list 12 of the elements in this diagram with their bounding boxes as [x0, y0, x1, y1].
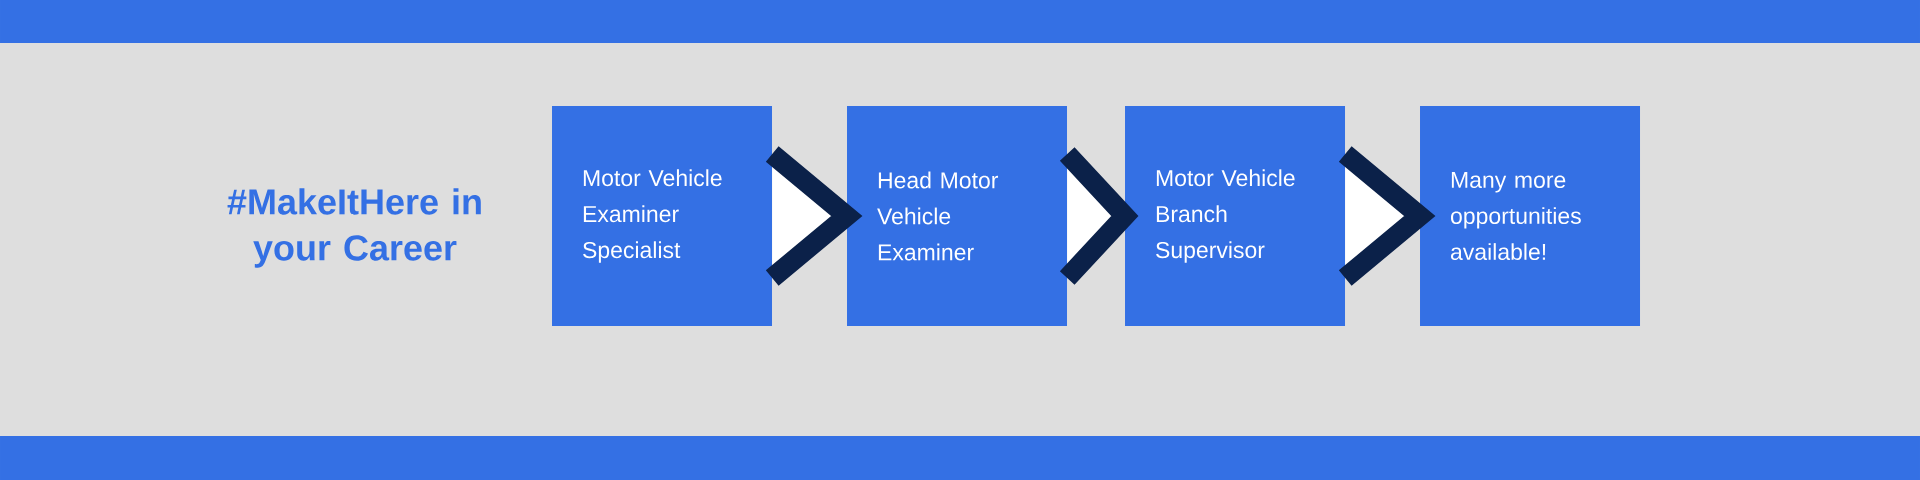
title: #MakeItHere in your Career	[227, 188, 481, 268]
chevron-arrow	[1338, 146, 1436, 286]
step-label: Many more opportunities available!	[1451, 172, 1581, 260]
step-box	[1125, 106, 1345, 326]
chevron-arrow	[765, 146, 863, 286]
step-label: Motor Vehicle Examiner Specialist	[583, 169, 722, 263]
step-label: Head Motor Vehicle Examiner	[877, 171, 999, 261]
step-box	[552, 106, 772, 326]
step-label: Motor Vehicle Branch Supervisor	[1156, 169, 1295, 263]
chevron-arrow	[1059, 147, 1139, 285]
step-box	[1420, 106, 1640, 326]
step-box	[847, 106, 1067, 326]
